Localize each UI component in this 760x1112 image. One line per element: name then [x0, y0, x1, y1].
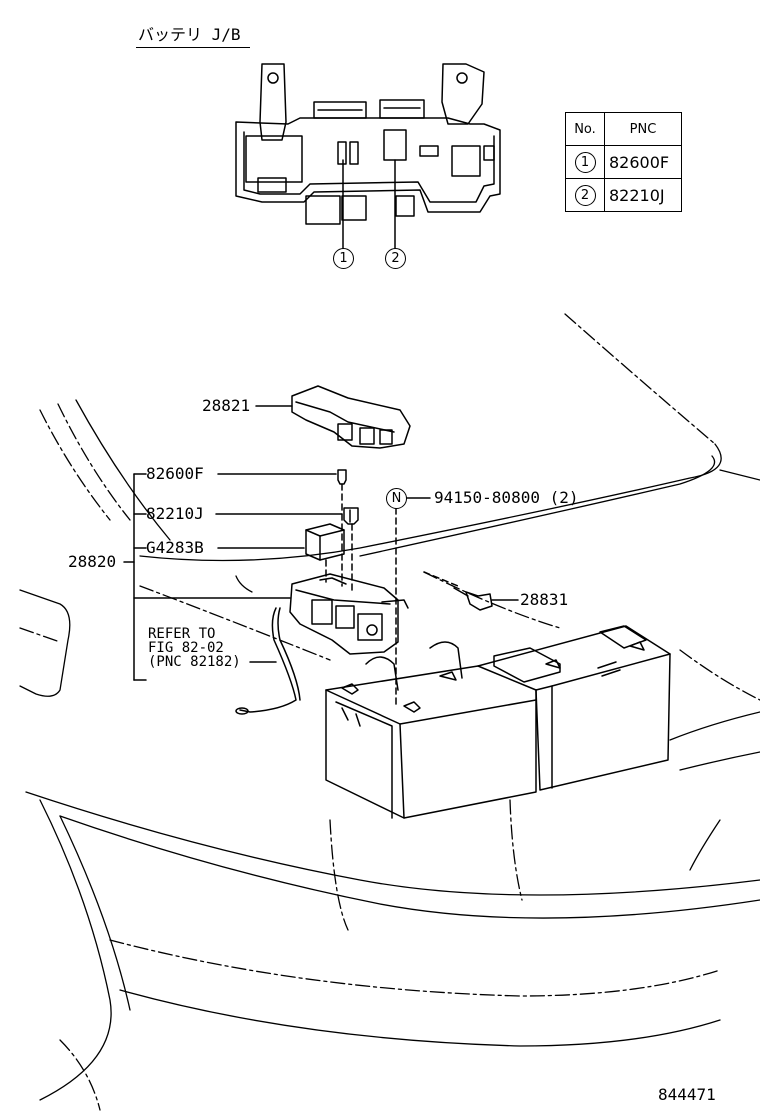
row-number: 1: [574, 152, 596, 173]
title-underline: [136, 47, 250, 48]
inset-callout-2: 2: [385, 248, 406, 269]
label-82600f: 82600F: [146, 464, 204, 483]
relay-g4283b: [217, 523, 345, 583]
table-header-row: No. PNC: [565, 112, 682, 146]
row-pnc: 82210J: [604, 178, 682, 212]
vehicle-body-outline: [19, 313, 760, 1111]
row-pnc: 82600F: [604, 145, 682, 179]
label-28821: 28821: [202, 396, 251, 415]
label-28820: 28820: [68, 552, 117, 571]
bolt-mark-n: N: [386, 488, 407, 509]
terminal-28831: [423, 571, 519, 611]
inset-callout-1: 1: [333, 248, 354, 269]
table-row: 1 82600F: [565, 145, 682, 179]
table-row: 2 82210J: [565, 178, 682, 212]
row-number: 2: [574, 185, 596, 206]
inset-title: バッテリ J/B: [138, 25, 241, 44]
pnc-table: No. PNC 1 82600F 2 82210J: [565, 112, 682, 212]
junction-block-28820: [123, 473, 409, 715]
label-94150-80800: 94150-80800 (2): [434, 488, 579, 507]
label-28831: 28831: [520, 590, 569, 609]
table-header-no: No.: [565, 112, 605, 146]
label-g4283b: G4283B: [146, 538, 204, 557]
fuse-82600f: [217, 469, 347, 587]
refer-line-2: FIG 82-02: [148, 640, 224, 656]
battery-right: [477, 625, 671, 791]
refer-line-1: REFER TO: [148, 626, 216, 642]
label-82210j: 82210J: [146, 504, 204, 523]
junction-block-inset: [235, 63, 501, 249]
battery-left: [325, 641, 537, 819]
table-header-pnc: PNC: [604, 112, 682, 146]
fuse-82210j: [215, 507, 359, 593]
refer-line-3: (PNC 82182): [148, 654, 241, 670]
fuse-box-cover-28821: [255, 385, 411, 449]
figure-number: 844471: [658, 1085, 716, 1104]
